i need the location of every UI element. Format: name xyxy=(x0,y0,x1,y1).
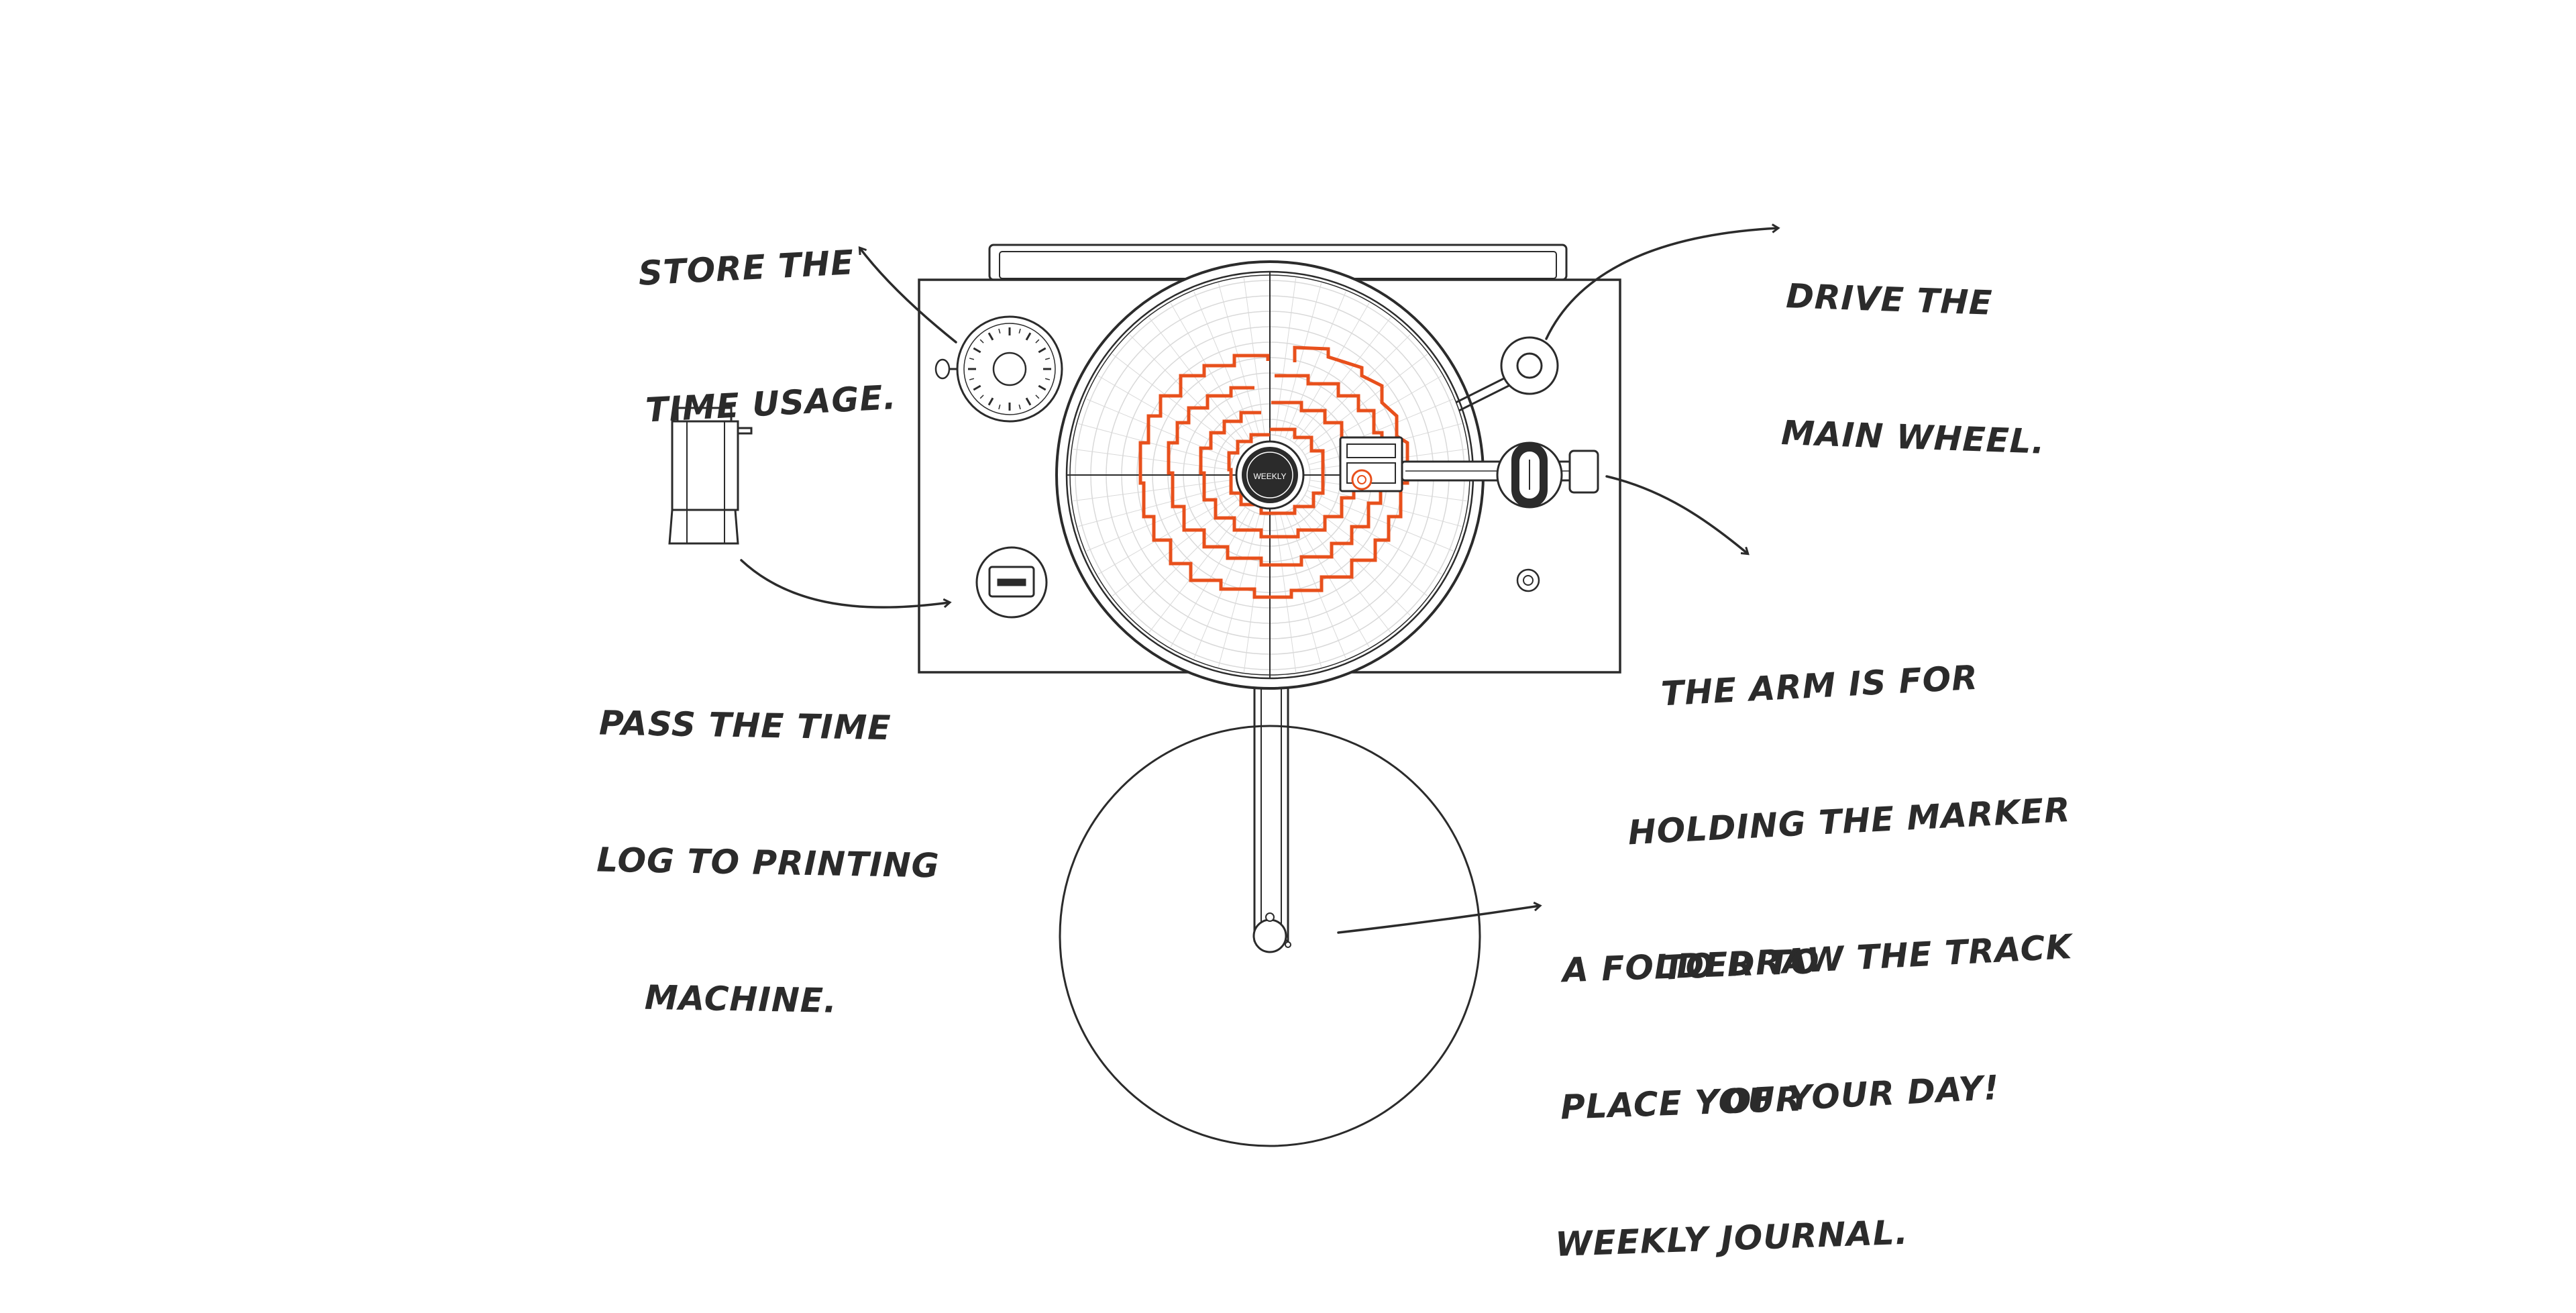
note-drive-wheel: DRIVE THE MAIN WHEEL. xyxy=(1780,276,2046,462)
note-pass-log: PASS THE TIME LOG TO PRINTING MACHINE. xyxy=(596,703,941,1020)
tonearm-pivot xyxy=(1496,441,1599,509)
clock-dial xyxy=(934,315,1063,423)
dial-tick xyxy=(1035,339,1040,344)
time-track xyxy=(1167,374,1384,567)
small-knob xyxy=(1516,568,1540,592)
grid-spoke xyxy=(1275,515,1297,672)
dial-tick xyxy=(1044,358,1051,360)
folder-stem xyxy=(1253,671,1289,942)
grid-spoke xyxy=(1275,278,1297,435)
grid-spoke xyxy=(1285,291,1346,438)
grid-spoke xyxy=(1304,494,1442,575)
center-label: WEEKLY xyxy=(1253,472,1286,481)
dial-tick xyxy=(1018,328,1021,334)
printing-machine xyxy=(668,407,753,545)
dial-tick xyxy=(1038,347,1046,354)
grid-spoke xyxy=(1077,423,1232,465)
annotation-arrows xyxy=(740,228,1778,934)
grid-spoke xyxy=(1301,499,1428,596)
arrow-folder xyxy=(1337,906,1540,934)
dial-tick xyxy=(973,384,981,391)
grid-spoke xyxy=(1073,448,1230,470)
dial-tick xyxy=(973,347,981,354)
folder-hub xyxy=(1252,912,1291,953)
grid-spoke xyxy=(1112,354,1238,451)
grid-spoke xyxy=(1170,509,1250,647)
arrow-pass-log xyxy=(740,559,949,609)
grid-spoke xyxy=(1298,334,1411,447)
drive-wheel xyxy=(1455,336,1559,412)
grid-spoke xyxy=(1170,303,1250,441)
grid-spoke xyxy=(1289,303,1370,441)
dial-tick xyxy=(1018,404,1021,410)
grid-spoke xyxy=(1307,490,1454,552)
dial-tick xyxy=(998,404,1001,410)
note-store-time: STORE THE TIME USAGE. xyxy=(637,243,898,430)
grid-spoke xyxy=(1193,512,1255,659)
grid-spoke xyxy=(1280,282,1322,437)
grid-spoke xyxy=(1307,399,1454,460)
dial-tick xyxy=(979,339,984,344)
arrow-drive-wheel xyxy=(1545,228,1778,340)
grid-spoke xyxy=(1294,317,1391,443)
dial-tick xyxy=(1025,332,1032,341)
dial-tick xyxy=(1038,384,1046,391)
time-track xyxy=(1199,401,1356,539)
arrow-arm xyxy=(1605,475,1748,554)
dial-tick xyxy=(1035,395,1040,399)
arrow-store-time xyxy=(860,248,957,344)
time-track xyxy=(1138,346,1409,599)
dial-tick xyxy=(969,378,975,380)
note-folder: A FOLDER TO PLACE YOUR WEEKLY JOURNAL. xyxy=(1554,942,1909,1265)
journal-folder xyxy=(1059,725,1481,1147)
center-spindle xyxy=(1235,440,1305,510)
print-slot xyxy=(975,546,1048,619)
grid-spoke xyxy=(1129,503,1242,616)
dial-tick xyxy=(998,328,1001,334)
dial-tick xyxy=(1044,378,1051,380)
grid-spoke xyxy=(1218,282,1260,437)
grid-spoke xyxy=(1301,354,1428,451)
grid-spoke xyxy=(1148,507,1246,633)
dial-tick xyxy=(979,395,984,399)
dial-tick xyxy=(1025,397,1032,406)
grid-spoke xyxy=(1097,494,1236,575)
grid-spoke xyxy=(1308,485,1462,527)
dial-tick xyxy=(987,397,994,406)
dial-tick xyxy=(969,358,975,360)
grid-spoke xyxy=(1294,507,1391,633)
dial-tick xyxy=(987,332,994,341)
time-track xyxy=(1227,427,1325,515)
